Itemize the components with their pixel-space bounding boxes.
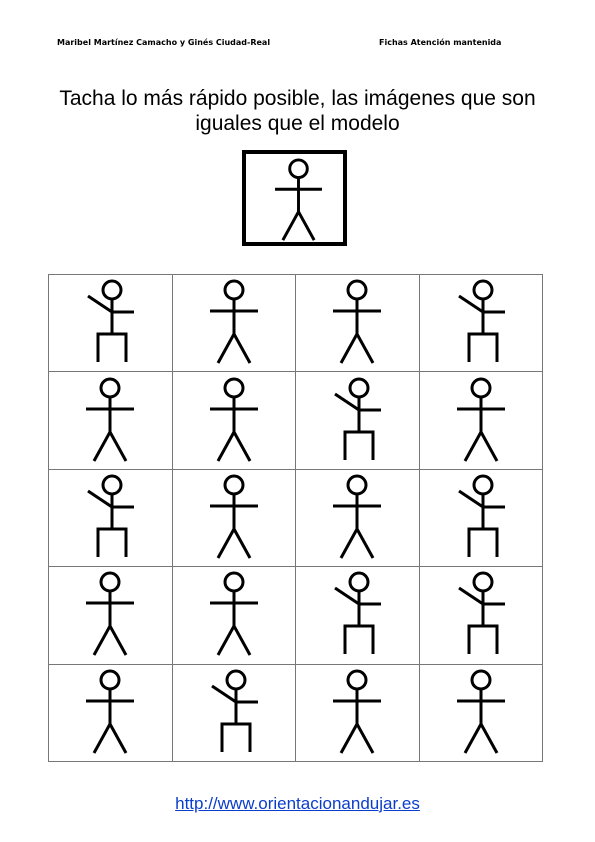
grid-cell[interactable] — [48, 663, 173, 763]
stick-figure-waving — [457, 571, 505, 655]
grid-row — [48, 566, 543, 665]
header-series: Fichas Atención mantenida — [379, 38, 502, 47]
grid-cell[interactable] — [418, 371, 543, 470]
model-box — [242, 150, 347, 246]
grid-row — [48, 371, 543, 470]
header-authors: Maribel Martínez Camacho y Ginés Ciudad-… — [57, 38, 271, 47]
grid-cell[interactable] — [418, 273, 543, 373]
grid-cell[interactable] — [295, 273, 420, 373]
grid-cell[interactable] — [295, 371, 420, 470]
grid-cell[interactable] — [295, 468, 420, 568]
grid-cell[interactable] — [295, 663, 420, 763]
grid-cell[interactable] — [48, 371, 173, 470]
stick-figure-waving — [87, 279, 135, 363]
grid-cell[interactable] — [418, 663, 543, 763]
stick-figure-arms-out — [456, 377, 505, 462]
grid-row — [48, 468, 543, 568]
stick-figure-arms-out — [86, 571, 135, 657]
stick-figure-waving — [334, 377, 382, 460]
grid-cell[interactable] — [171, 273, 296, 373]
stick-figure-arms-out — [333, 474, 382, 559]
grid-cell[interactable] — [418, 566, 543, 665]
stick-figure-arms-out — [86, 377, 135, 462]
stick-figure-waving — [210, 669, 258, 752]
stick-figure-arms-out — [209, 377, 258, 462]
stick-figure-waving — [457, 474, 505, 557]
grid-cell[interactable] — [418, 468, 543, 568]
stick-figure-arms-out — [209, 279, 258, 364]
stick-figure-arms-out — [86, 669, 135, 754]
figure-grid — [48, 273, 543, 763]
stick-figure-arms-out — [333, 669, 382, 754]
grid-cell[interactable] — [295, 566, 420, 665]
grid-row — [48, 273, 543, 373]
stick-figure-waving — [334, 571, 382, 655]
page-footer: http://www.orientacionandujar.es — [0, 794, 595, 814]
grid-row — [48, 663, 543, 763]
stick-figure-arms-out — [456, 669, 505, 754]
grid-cell[interactable] — [48, 273, 173, 373]
stick-figure-arms-out — [209, 571, 258, 657]
grid-cell[interactable] — [171, 663, 296, 763]
stick-figure-waving — [87, 474, 135, 557]
grid-cell[interactable] — [171, 566, 296, 665]
website-link[interactable]: http://www.orientacionandujar.es — [175, 794, 420, 813]
instruction-title: Tacha lo más rápido posible, las imágene… — [59, 87, 536, 135]
grid-cell[interactable] — [48, 468, 173, 568]
model-stick-figure — [275, 158, 322, 241]
grid-cell[interactable] — [48, 566, 173, 665]
grid-cell[interactable] — [171, 468, 296, 568]
stick-figure-arms-out — [209, 474, 258, 559]
grid-cell[interactable] — [171, 371, 296, 470]
stick-figure-waving — [457, 279, 505, 363]
stick-figure-arms-out — [333, 279, 382, 364]
